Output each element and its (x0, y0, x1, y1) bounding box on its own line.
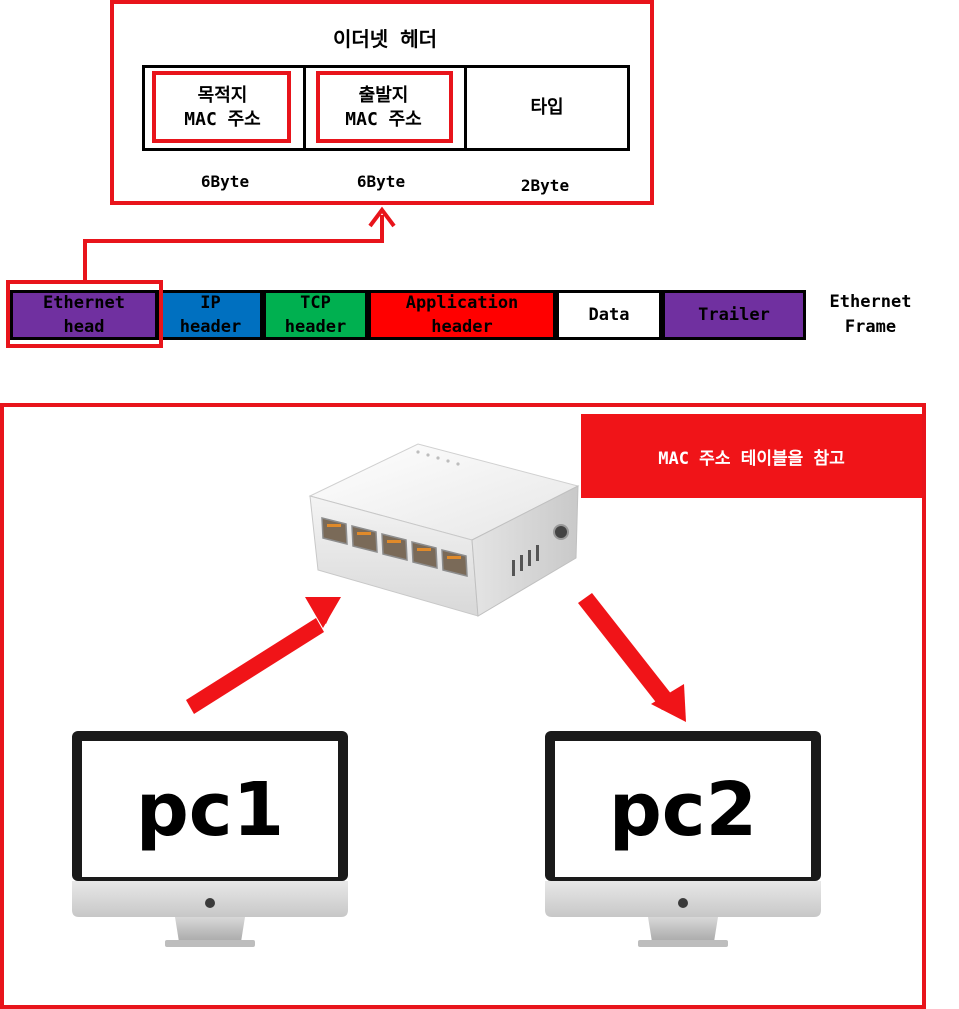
frame-segment-tcp-header: TCP header (263, 290, 368, 340)
connector-arrow (83, 206, 396, 282)
ethernet-head-highlight (6, 280, 163, 348)
pc1-monitor-icon (72, 731, 348, 947)
field-sub: MAC 주소 (184, 109, 261, 130)
segment-line1: Trailer (698, 305, 770, 325)
network-diagram-box (0, 403, 926, 1009)
ethernet-header-detail-box (110, 0, 654, 205)
segment-line1: Data (588, 305, 630, 325)
segment-line2: header (431, 317, 493, 337)
pc1-label: pc1 (135, 767, 285, 853)
segment-line2: header (284, 317, 347, 337)
size-destination: 6Byte (200, 171, 250, 191)
destination-highlight (152, 71, 291, 143)
network-switch-icon (308, 443, 580, 617)
segment-line1: TCP (300, 293, 331, 313)
size-type: 2Byte (520, 175, 570, 195)
field-sub: MAC 주소 (345, 109, 422, 130)
ethernet-header-title: 이더넷 헤더 (332, 26, 438, 51)
pc2-label: pc2 (608, 767, 758, 853)
segment-line2: head (63, 317, 105, 337)
frame-label-line1: Ethernet (829, 292, 912, 312)
pc2-monitor-icon (545, 731, 821, 947)
field-source-mac: 출발지 MAC 주소 (303, 65, 467, 151)
field-name: 출발지 (358, 85, 409, 106)
frame-label-line2: Frame (844, 317, 897, 337)
field-type: 타입 (464, 65, 630, 151)
frame-segment-application-header: Application header (368, 290, 556, 340)
frame-segment-ip-header: IP header (158, 290, 263, 340)
size-source: 6Byte (356, 171, 406, 191)
header-fields-table (142, 65, 630, 151)
field-name: 목적지 (197, 85, 248, 106)
segment-line2: header (179, 317, 242, 337)
frame-segment-ethernet-head: Ethernet head (10, 290, 158, 340)
segment-line1: Ethernet (43, 293, 125, 313)
segment-line1: Application (405, 293, 519, 313)
frame-segment-data: Data (556, 290, 662, 340)
segment-line1: IP (200, 293, 221, 313)
ethernet-frame-label: Ethernet Frame (818, 290, 923, 340)
mac-table-label: MAC 주소 테이블을 참고 (581, 414, 922, 498)
frame-segment-trailer: Trailer (662, 290, 806, 340)
field-name: 타입 (530, 97, 564, 118)
source-highlight (316, 71, 453, 143)
field-destination-mac: 목적지 MAC 주소 (142, 65, 306, 151)
